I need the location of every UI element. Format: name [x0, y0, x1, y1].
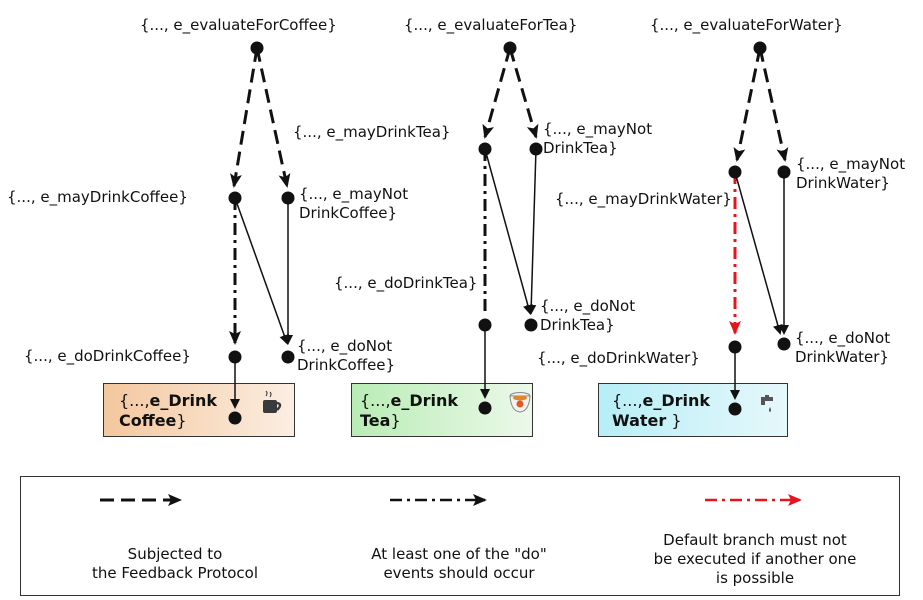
label-may-water: {..., e_mayDrinkWater}	[555, 190, 732, 208]
drink-tea-suffix: }	[390, 411, 401, 430]
label-do-coffee: {..., e_doDrinkCoffee}	[24, 347, 191, 365]
edge-water-may-donot	[734, 171, 783, 335]
node-drink-water	[728, 402, 742, 416]
node-eval-coffee	[250, 41, 264, 55]
coffee-branch	[228, 41, 295, 425]
edge-tea-may-donot	[484, 148, 533, 315]
legend-red-dashdot-text: Default branch must not be executed if a…	[653, 531, 857, 587]
legend-dashed-text: Subjected to the Feedback Protocol	[91, 545, 259, 582]
node-donot-coffee	[281, 350, 295, 364]
node-may-coffee	[228, 191, 242, 205]
label-donot-tea: {..., e_doNot DrinkTea}	[540, 297, 636, 334]
node-may-water	[728, 165, 742, 179]
drink-water-suffix: }	[666, 411, 682, 430]
node-eval-tea	[503, 41, 517, 55]
drink-coffee-bold2: Coffee	[119, 411, 177, 430]
node-do-water	[728, 340, 742, 354]
drink-water-prefix: {...,	[612, 391, 643, 410]
edge-tea-eval-maynot	[508, 47, 539, 139]
legend-dashdot-text: At least one of the "do" events should o…	[371, 545, 547, 582]
edge-water-eval-may	[733, 47, 762, 162]
label-maynot-water: {..., e_mayNot DrinkWater}	[796, 155, 906, 192]
label-may-coffee: {..., e_mayDrinkCoffee}	[7, 188, 188, 206]
edge-coffee-eval-may	[230, 47, 259, 188]
drink-coffee-bold1: e_Drink	[149, 391, 218, 410]
label-eval-water: {..., e_evaluateForWater}	[650, 16, 843, 34]
water-branch	[728, 41, 791, 416]
node-do-tea	[478, 318, 492, 332]
label-maynot-tea: {..., e_mayNot DrinkTea}	[543, 120, 653, 157]
drink-coffee-prefix: {...,	[119, 391, 150, 410]
node-eval-water	[753, 41, 767, 55]
node-maynot-coffee	[281, 191, 295, 205]
label-donot-water: {..., e_doNot DrinkWater}	[795, 329, 891, 366]
drink-tea-box	[351, 383, 533, 437]
label-maynot-coffee: {..., e_mayNot DrinkCoffee}	[299, 185, 409, 222]
drink-water-box	[598, 383, 788, 437]
edge-tea-eval-may	[482, 47, 512, 139]
node-drink-tea	[478, 401, 492, 415]
node-maynot-tea	[529, 142, 543, 156]
drink-tea-prefix: {...,	[360, 391, 391, 410]
label-do-tea: {..., e_doDrinkTea}	[334, 274, 478, 292]
edge-coffee-eval-maynot	[255, 47, 291, 188]
label-do-water: {..., e_doDrinkWater}	[537, 349, 700, 367]
label-may-tea: {..., e_mayDrinkTea}	[293, 123, 451, 141]
drink-coffee-suffix: }	[176, 411, 187, 430]
node-drink-coffee	[228, 411, 242, 425]
drink-water-bold2: Water	[612, 411, 667, 430]
legend	[20, 476, 900, 596]
node-may-tea	[478, 142, 492, 156]
node-donot-water	[777, 337, 791, 351]
drink-tea-bold2: Tea	[360, 411, 391, 430]
tea-branch	[478, 41, 543, 415]
coffee-cup-icon	[263, 390, 282, 413]
node-donot-tea	[524, 318, 538, 332]
label-eval-coffee: {..., e_evaluateForCoffee}	[140, 16, 337, 34]
label-eval-tea: {..., e_evaluateForTea}	[404, 16, 578, 34]
edge-tea-maynot-donot	[526, 148, 537, 315]
node-do-coffee	[228, 350, 242, 364]
water-tap-icon	[761, 395, 773, 412]
edge-water-eval-maynot	[758, 47, 789, 162]
drink-water-bold1: e_Drink	[642, 391, 711, 410]
tea-cup-icon	[509, 392, 531, 413]
edge-coffee-may-donot	[234, 197, 290, 345]
label-donot-coffee: {..., e_doNot DrinkCoffee}	[297, 337, 396, 374]
drink-tea-bold1: e_Drink	[390, 391, 459, 410]
node-maynot-water	[777, 165, 791, 179]
